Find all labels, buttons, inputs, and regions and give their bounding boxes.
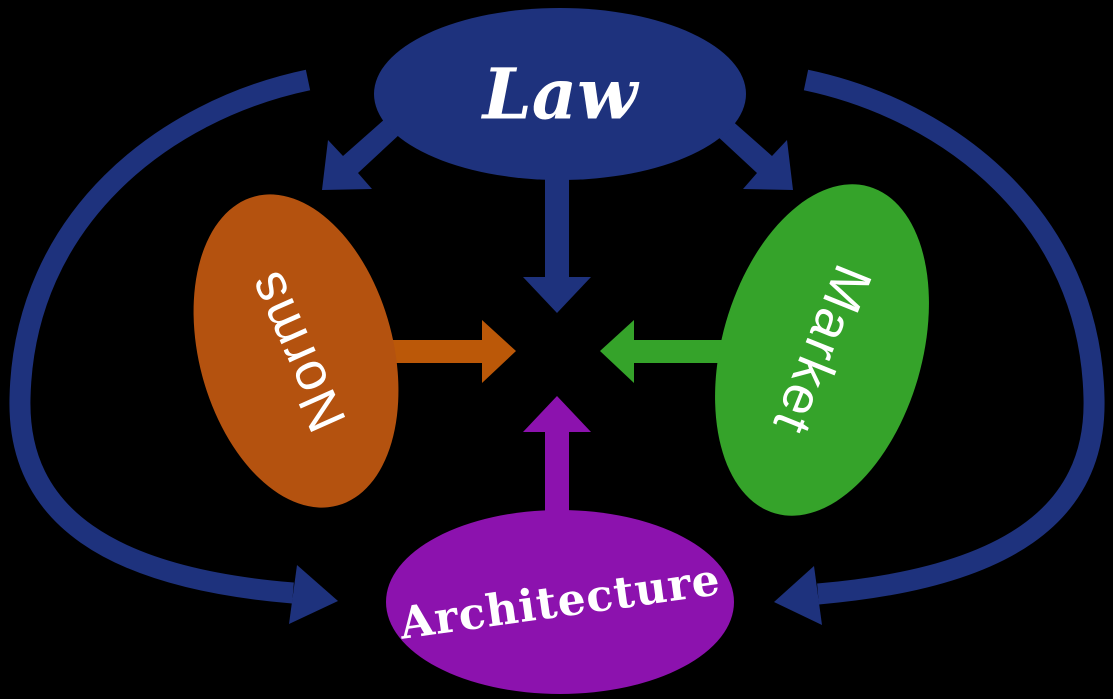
arrow-market-to-center-icon <box>600 320 728 383</box>
market-node <box>715 184 929 516</box>
curved-arrow-right-head-icon <box>774 566 822 625</box>
curved-arrow-left-body <box>9 69 311 604</box>
law-node <box>374 8 746 180</box>
arrow-law-to-market-icon <box>715 118 793 190</box>
arrow-law-to-center-icon <box>523 172 591 313</box>
arrow-law-to-norms-icon <box>322 118 400 190</box>
norms-node <box>193 194 399 508</box>
arrow-norms-to-center-icon <box>385 320 516 383</box>
curved-arrow-left-head-icon <box>289 565 338 624</box>
arrow-architecture-to-center-icon <box>523 396 591 520</box>
curved-arrow-right-body <box>803 69 1105 605</box>
law-node-label: Law <box>481 53 641 136</box>
architecture-node <box>386 510 734 694</box>
